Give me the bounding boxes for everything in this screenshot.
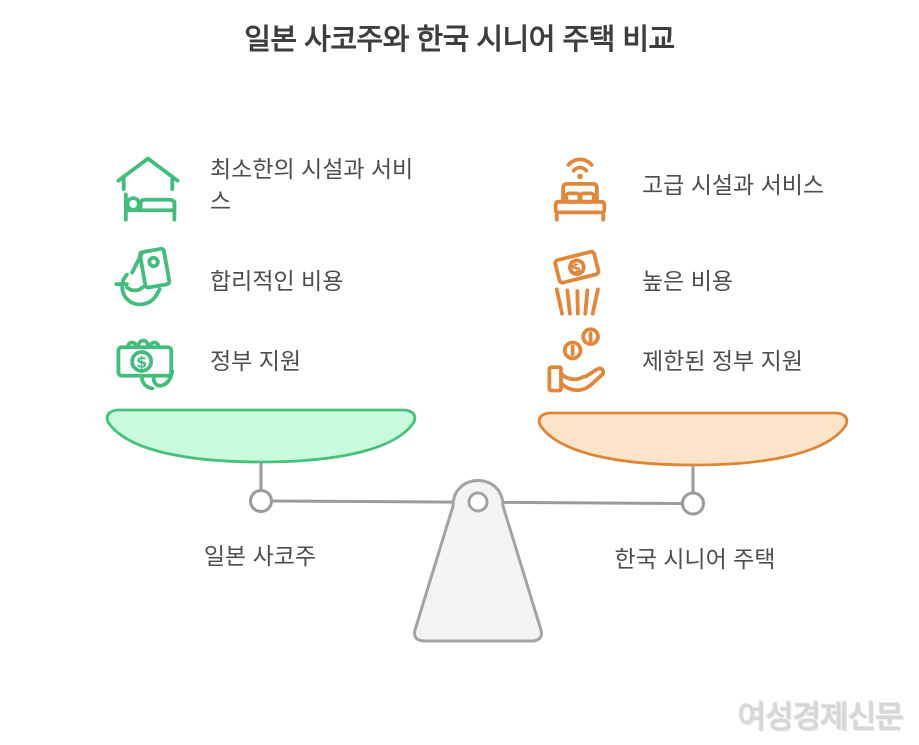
feature-label: 최소한의 시설과 서비스: [210, 156, 414, 214]
fulcrum-pivot-hole: [467, 491, 489, 513]
feature-label: 고급 시설과 서비스: [642, 172, 825, 199]
hand-receipt-icon: [110, 244, 186, 320]
feature-label: 높은 비용: [642, 268, 734, 295]
money-basket-icon: $: [542, 244, 618, 320]
watermark-logo: 여성경제신문: [737, 700, 904, 735]
left-joint: [249, 489, 273, 513]
svg-text:$: $: [136, 352, 147, 371]
house-bed-icon: [110, 148, 186, 224]
balance-scale-graphic: [105, 408, 849, 643]
feature-item-reasonable-cost: 합리적인 비용: [110, 242, 343, 322]
right-joint: [681, 491, 705, 516]
svg-text:$: $: [570, 260, 583, 278]
feature-label: 합리적인 비용: [210, 268, 344, 295]
feature-item-limited-support: 제한된 정부 지원: [542, 324, 803, 400]
fulcrum: [413, 479, 543, 643]
money-hand-icon: $: [110, 324, 186, 400]
left-pan: [105, 408, 417, 464]
feature-label: 정부 지원: [210, 348, 302, 375]
right-pan-label: 한국 시니어 주택: [614, 546, 776, 572]
feature-item-high-cost: $ 높은 비용: [542, 242, 733, 322]
right-pan: [537, 411, 849, 467]
feature-item-government-support: $ 정부 지원: [110, 324, 301, 400]
page-title: 일본 사코주와 한국 시니어 주택 비교: [244, 24, 675, 56]
feature-item-minimal-facilities: 최소한의 시설과 서비스: [110, 138, 415, 234]
bed-wifi-icon: [542, 148, 618, 224]
feature-label: 제한된 정부 지원: [642, 348, 803, 375]
feature-item-premium-facilities: 고급 시설과 서비스: [542, 138, 824, 234]
coin-hand-icon: [542, 324, 618, 400]
left-pan-label: 일본 사코주: [203, 543, 317, 569]
